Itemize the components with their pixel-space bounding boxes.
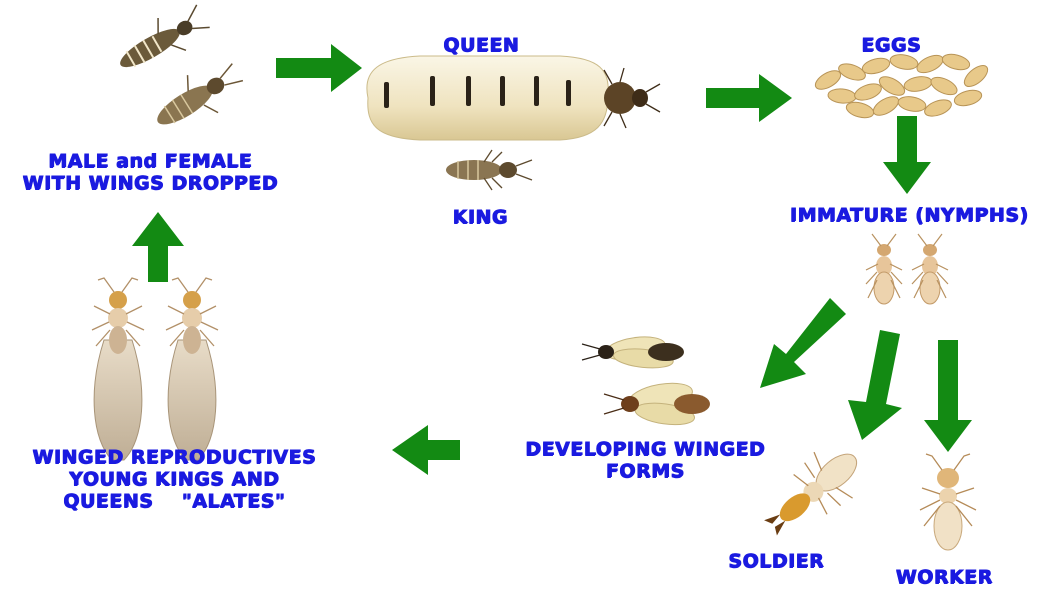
label-developing: DEVELOPING WINGED FORMS <box>510 438 780 482</box>
arrow-to-worker <box>924 340 972 452</box>
label-winged-line2: YOUNG KINGS AND <box>4 468 344 490</box>
queen-termite <box>367 56 660 140</box>
eggs-cluster <box>812 52 991 121</box>
label-winged-line1: WINGED REPRODUCTIVES <box>4 446 344 468</box>
worker-termite <box>920 454 976 550</box>
label-winged: WINGED REPRODUCTIVES YOUNG KINGS AND QUE… <box>4 446 344 512</box>
label-eggs: EGGS <box>846 34 936 56</box>
arrow-to-male-female <box>132 212 184 282</box>
arrow-to-winged <box>392 425 460 475</box>
arrow-to-queen <box>276 44 362 92</box>
arrow-to-developing <box>760 298 846 388</box>
nymphs <box>866 234 948 304</box>
winged-reproductives <box>92 278 218 460</box>
label-developing-line2: FORMS <box>510 460 780 482</box>
arrow-to-nymphs <box>883 116 931 194</box>
king-termite <box>446 150 532 190</box>
label-developing-line1: DEVELOPING WINGED <box>510 438 780 460</box>
label-male-female: MALE and FEMALE WITH WINGS DROPPED <box>0 150 300 194</box>
male-female-insects <box>110 0 251 142</box>
arrow-to-soldier <box>848 330 902 440</box>
label-male-female-line2: WITH WINGS DROPPED <box>0 172 300 194</box>
label-winged-line3: QUEENS "ALATES" <box>4 490 344 512</box>
label-king: KING <box>440 206 520 228</box>
developing-winged-insects <box>582 334 710 428</box>
label-worker: WORKER <box>884 566 1004 588</box>
label-male-female-line1: MALE and FEMALE <box>0 150 300 172</box>
label-queen: QUEEN <box>426 34 536 56</box>
label-immature: IMMATURE (NYMPHS) <box>780 204 1038 226</box>
label-soldier: SOLDIER <box>716 550 836 572</box>
arrow-to-eggs <box>706 74 792 122</box>
